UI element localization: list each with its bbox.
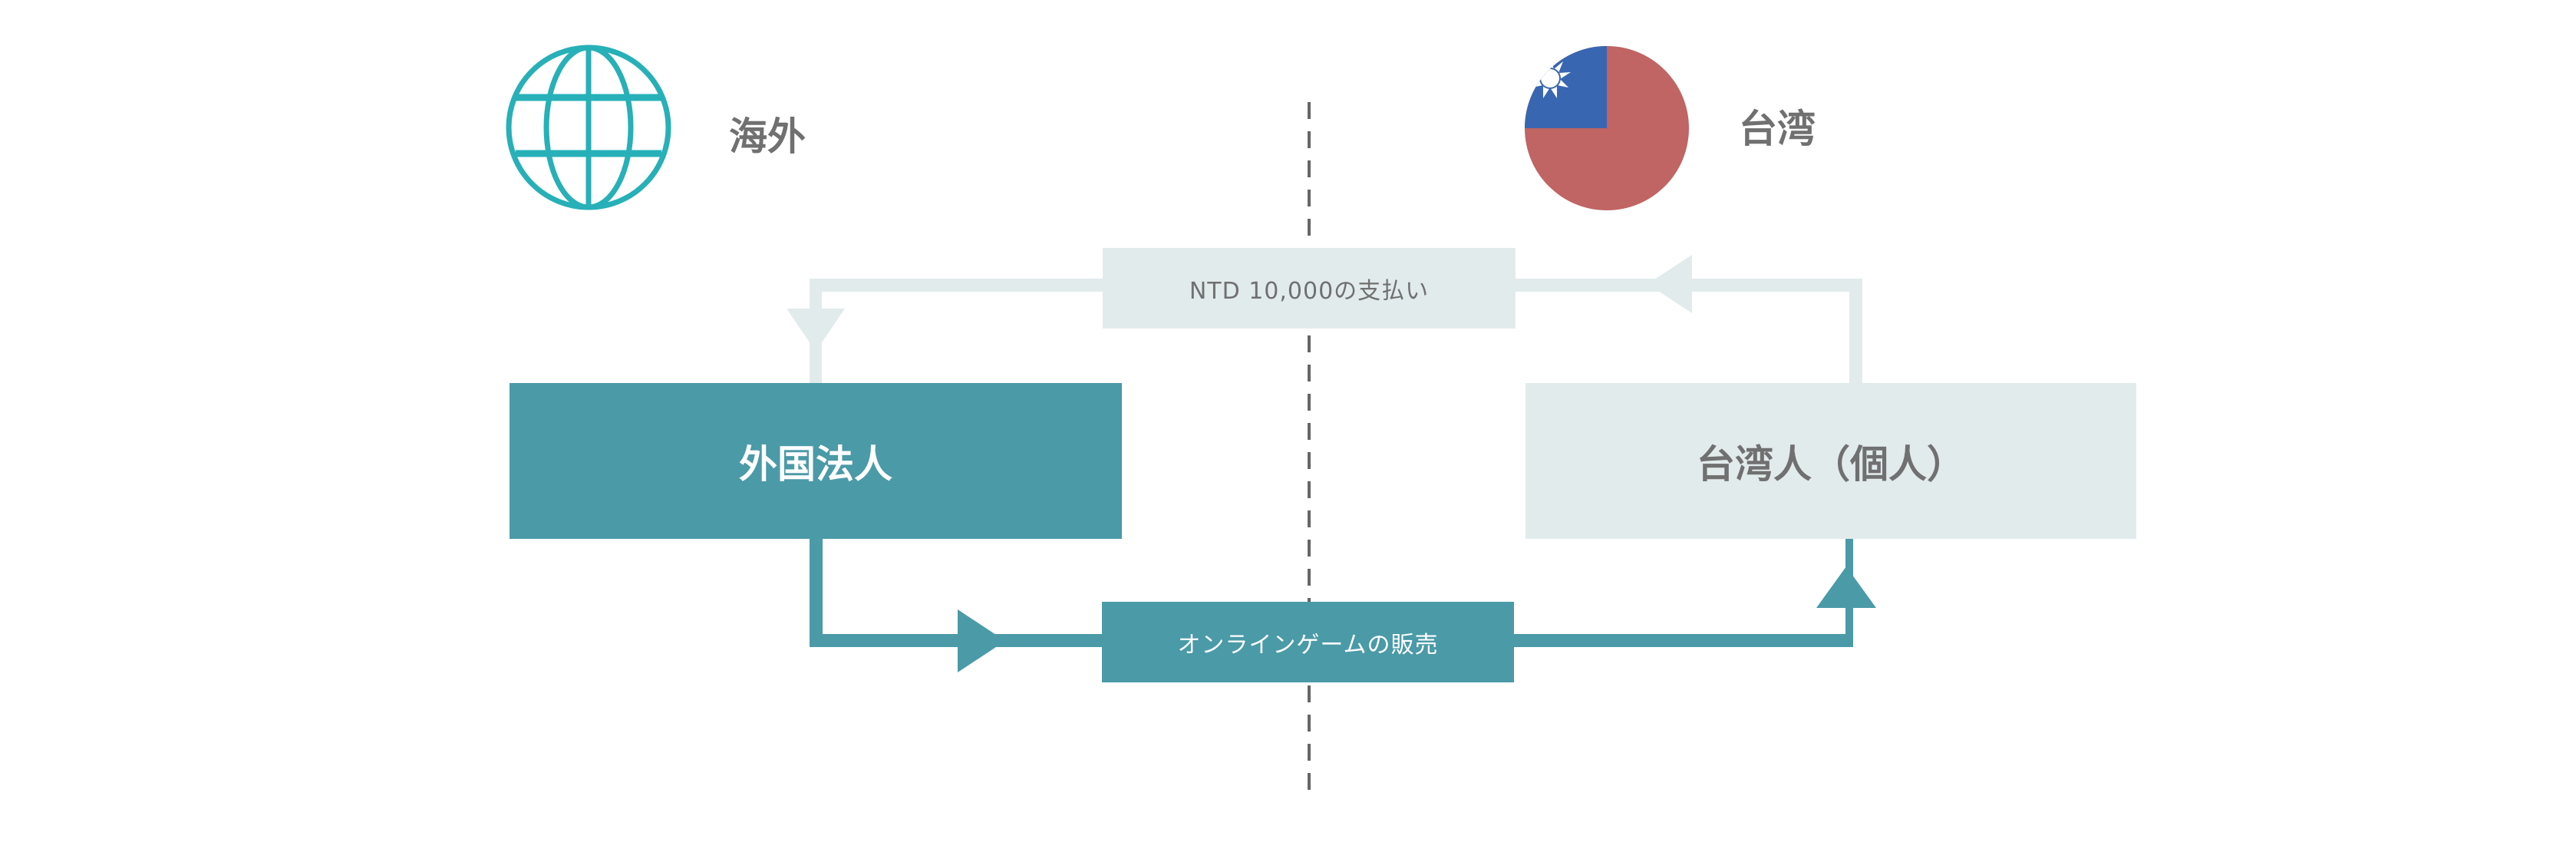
globe-icon [506, 45, 671, 210]
region-label-overseas: 海外 [729, 114, 806, 159]
taiwan-individual-label: 台湾人（個人） [1697, 441, 1965, 487]
foreign-corporation-box: 外国法人 [510, 383, 1122, 539]
region-label-taiwan: 台湾 [1739, 107, 1816, 151]
foreign-corporation-label: 外国法人 [739, 441, 892, 487]
payment-label: NTD 10,000の支払い [1189, 277, 1430, 305]
sale-label: オンラインゲームの販売 [1177, 631, 1439, 659]
payment-label-box: NTD 10,000の支払い [1103, 248, 1516, 329]
taiwan-individual-box: 台湾人（個人） [1525, 383, 2136, 539]
taiwan-flag-icon [1525, 46, 1689, 210]
sale-label-box: オンラインゲームの販売 [1102, 602, 1514, 682]
